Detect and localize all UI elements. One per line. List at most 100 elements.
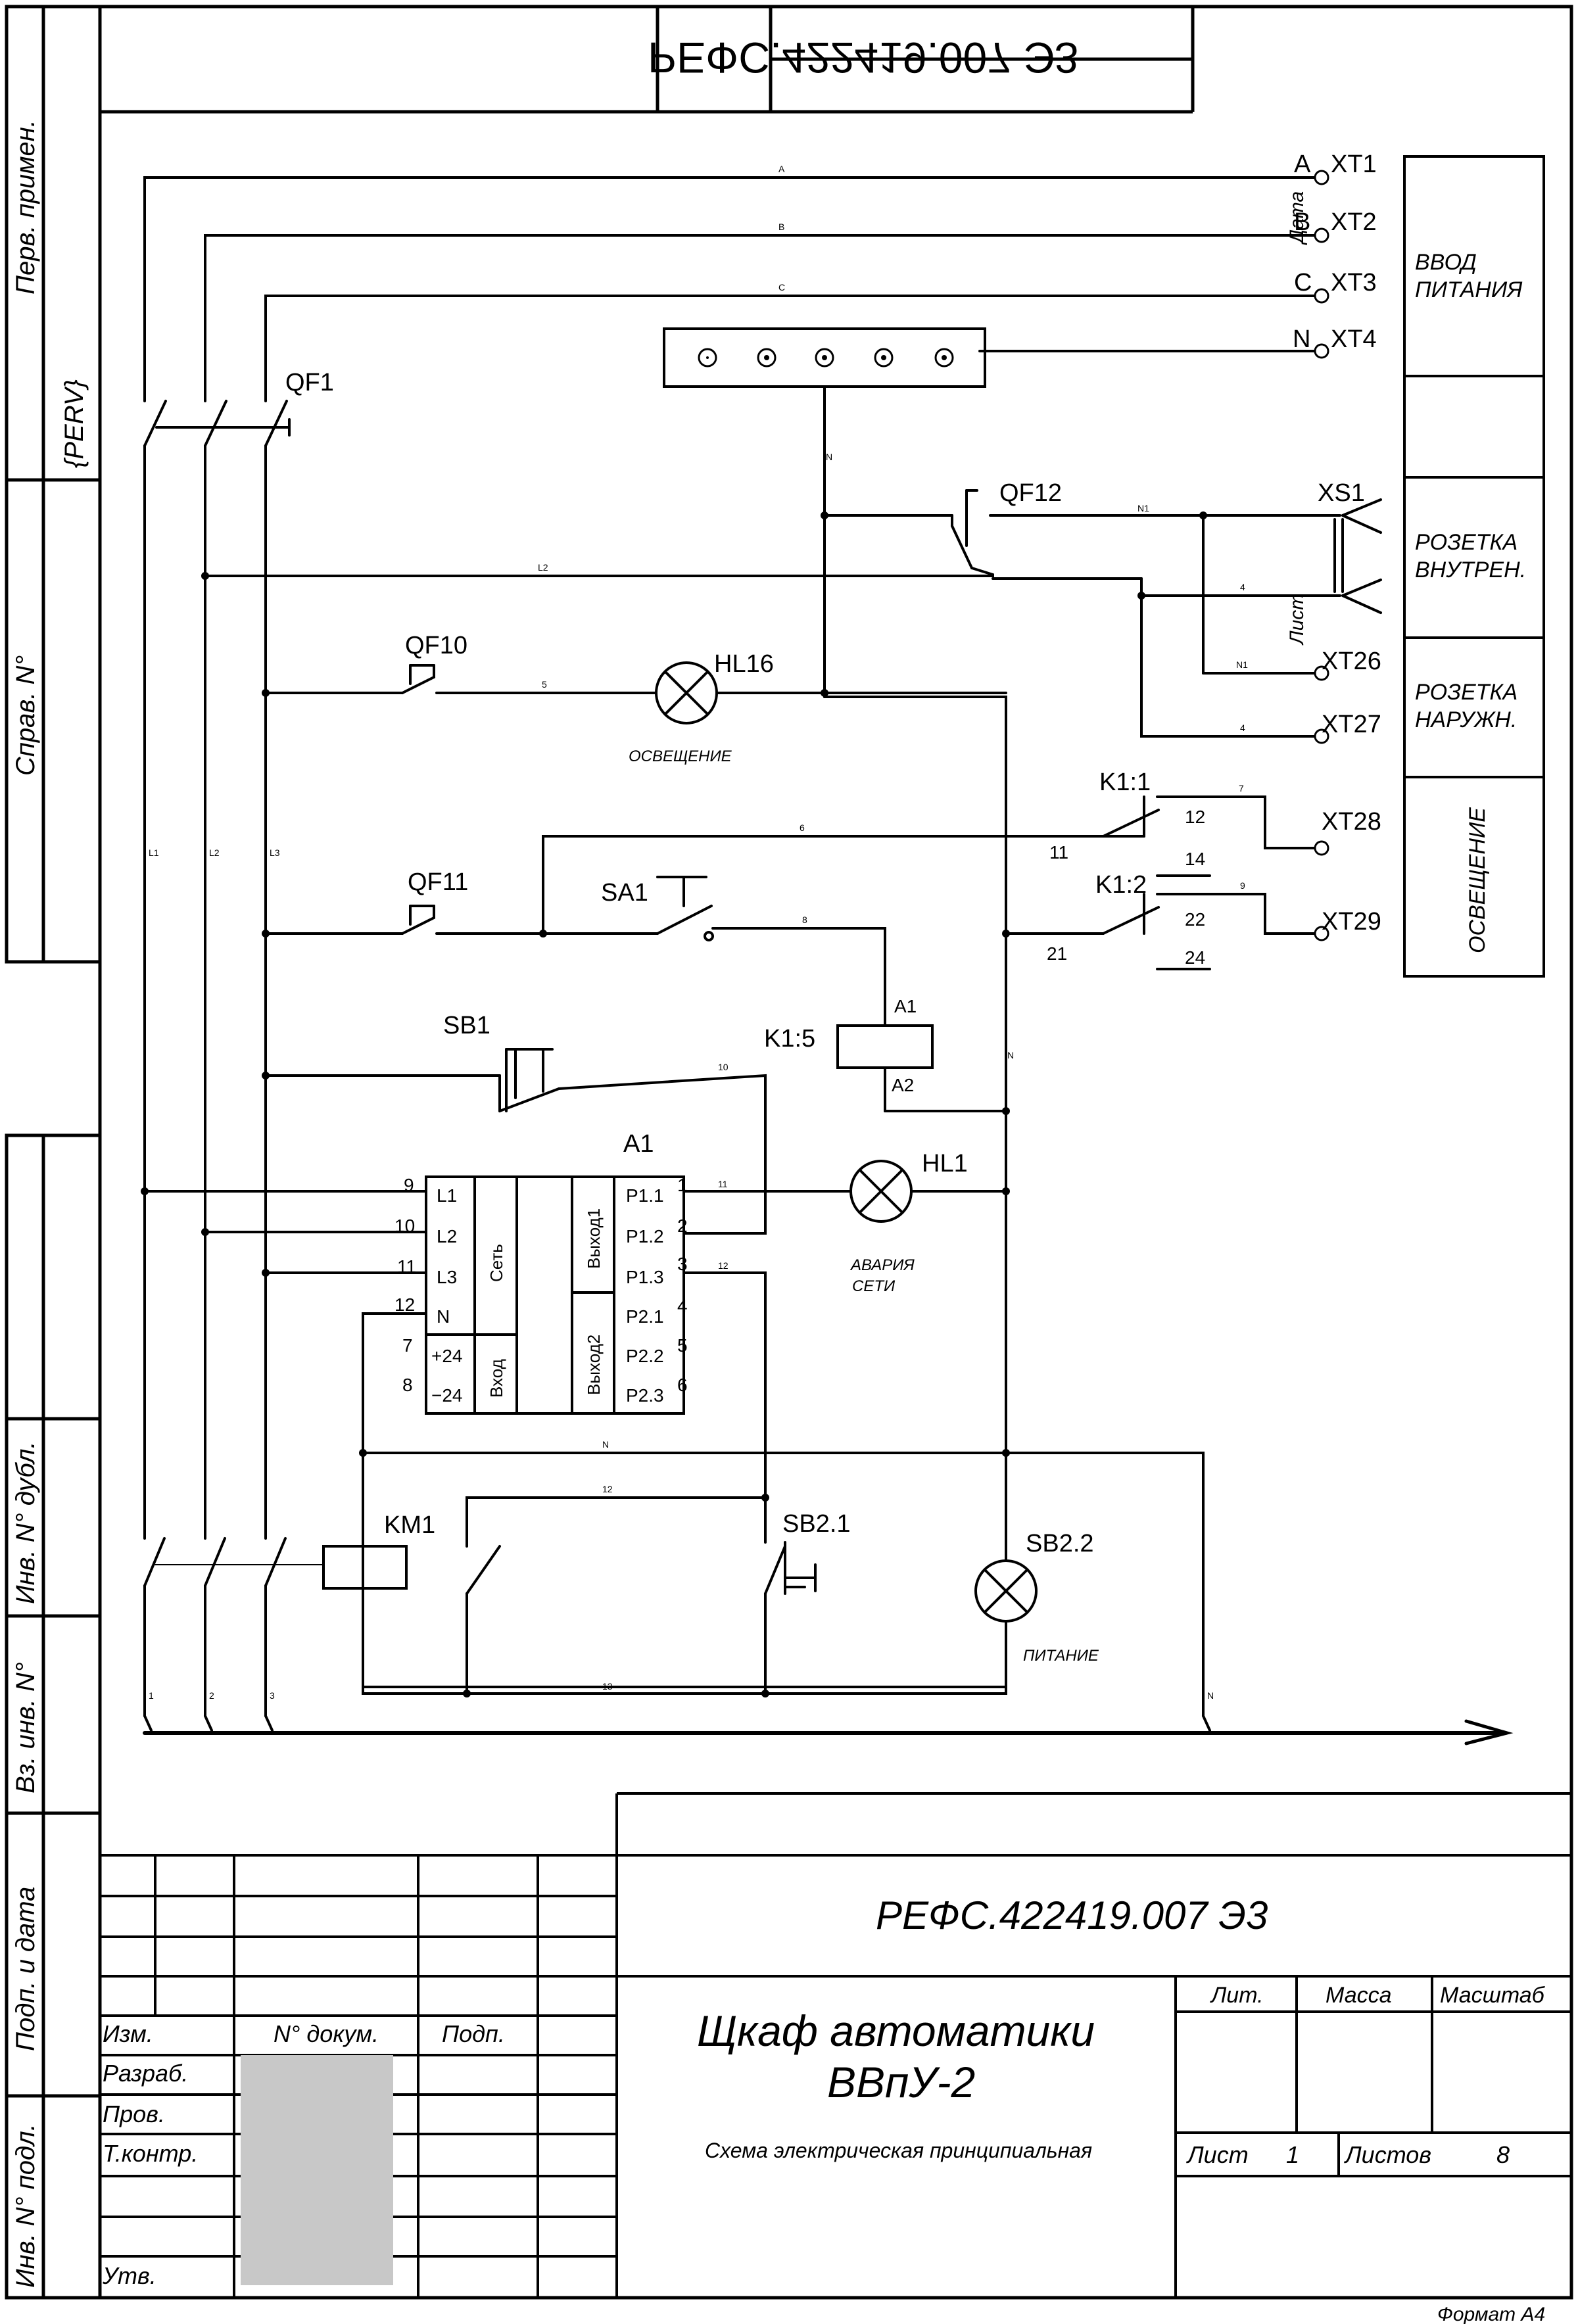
cn-14: 14 xyxy=(1185,849,1205,869)
side-inv-dubl: Инв. N° дубл. xyxy=(11,1441,40,1604)
term-xt26: XT26 xyxy=(1322,648,1381,675)
wires xyxy=(143,176,1514,1745)
tb-podp: Подп. xyxy=(442,2020,505,2047)
term-a: A xyxy=(1294,151,1311,178)
wl-1: 1 xyxy=(149,1690,154,1701)
wl-13: 13 xyxy=(602,1681,613,1692)
cn-12: 12 xyxy=(1185,807,1205,827)
wl-n-bottom: N xyxy=(1207,1690,1214,1701)
tb-code: РЕФС.422419.007 Э3 xyxy=(876,1893,1268,1937)
label-k1-2: K1:2 xyxy=(1095,871,1147,899)
tb-razrab: Разраб. xyxy=(103,2060,188,2087)
tb-list-value: 1 xyxy=(1286,2141,1299,2168)
term-xt1: XT1 xyxy=(1331,151,1377,178)
right-table: ВВОД ПИТАНИЯ РОЗЕТКА ВНУТРЕН. РОЗЕТКА НА… xyxy=(1403,155,1545,978)
tb-n-dokum: N° докум. xyxy=(274,2020,379,2047)
top-code-text: РЕФС.422419.007 Э3 xyxy=(648,34,1078,82)
wl-12-bus: 12 xyxy=(602,1484,613,1494)
wl-l1: L1 xyxy=(149,847,159,858)
wl-n: N xyxy=(826,452,832,462)
side-perv-primen: Перв. примен. xyxy=(11,120,40,295)
tb-listov-label: Листов xyxy=(1344,2141,1431,2168)
term-xt3: XT3 xyxy=(1331,269,1377,296)
wl-4-top: 4 xyxy=(1240,582,1245,592)
wl-11: 11 xyxy=(718,1179,728,1189)
tb-name-2: ВВпУ-2 xyxy=(827,2058,975,2106)
a1-label-1: L2 xyxy=(437,1226,457,1246)
tb-prov: Пров. xyxy=(103,2100,165,2127)
wl-6: 6 xyxy=(800,822,805,833)
term-xt29: XT29 xyxy=(1322,908,1381,936)
tb-tkontr: Т.контр. xyxy=(103,2140,198,2167)
caption-pitanie: ПИТАНИЕ xyxy=(1023,1647,1099,1665)
a1-vhod: Вход xyxy=(487,1359,506,1398)
a1-rpin-1: 2 xyxy=(677,1216,688,1236)
cn-22: 22 xyxy=(1185,909,1205,930)
term-n: N xyxy=(1293,325,1310,353)
caption-osveshchenie: ОСВЕЩЕНИЕ xyxy=(629,747,732,765)
a1-rpin-0: 1 xyxy=(677,1175,688,1195)
side-sprav: Справ. N° xyxy=(11,655,40,776)
rt-vnutr-2: ВНУТРЕН. xyxy=(1415,557,1526,582)
frame xyxy=(5,5,1573,2300)
side-vz-inv: Вз. инв. N° xyxy=(11,1662,40,1793)
a1-rlabel-5: P2.3 xyxy=(626,1385,664,1406)
a1-label-2: L3 xyxy=(437,1267,457,1287)
a1-rpin-2: 3 xyxy=(677,1254,688,1274)
a1-vyhod2: Выход2 xyxy=(584,1335,604,1395)
term-b: B xyxy=(1294,208,1310,236)
tb-name-1: Щкаф автоматики xyxy=(697,2006,1095,2055)
term-c: C xyxy=(1294,269,1312,296)
a1-rlabel-4: P2.2 xyxy=(626,1346,664,1366)
a1-rpin-5: 6 xyxy=(677,1375,688,1395)
rt-vvod-2: ПИТАНИЯ xyxy=(1415,277,1523,302)
rt-naruzh-2: НАРУЖН. xyxy=(1415,707,1517,732)
wl-l2: L2 xyxy=(538,562,548,573)
wl-5: 5 xyxy=(542,679,547,690)
a1-pin-5: 8 xyxy=(402,1375,413,1395)
terminal-dots xyxy=(141,355,1207,1697)
wl-a: A xyxy=(778,164,785,174)
tb-massa: Масса xyxy=(1326,1983,1392,2008)
label-sa1: SA1 xyxy=(601,879,648,907)
side-podp-data: Подп. и дата xyxy=(11,1887,40,2051)
label-sb2-1: SB2.1 xyxy=(782,1510,851,1538)
tb-izm: Изм. xyxy=(103,2020,153,2047)
a1-rpin-3: 4 xyxy=(677,1296,688,1316)
side-perv-value: {PERV} xyxy=(60,379,89,468)
cn-21: 21 xyxy=(1047,943,1067,964)
tb-listov-value: 8 xyxy=(1496,2141,1510,2168)
a1-label-5: −24 xyxy=(431,1385,463,1406)
terminal-circles xyxy=(698,170,1329,941)
caption-avaria-1: АВАРИЯ xyxy=(849,1256,915,1274)
format-label: Формат А4 xyxy=(1437,2304,1545,2324)
wl-4: 4 xyxy=(1240,723,1245,733)
rt-osveshchenie: ОСВЕЩЕНИЕ xyxy=(1465,807,1490,953)
wl-n-bus: N xyxy=(602,1439,609,1450)
a1-vyhod1: Выход1 xyxy=(584,1208,604,1269)
title-block-text: РЕФС.422419.007 Э3 Щкаф автоматики ВВпУ-… xyxy=(102,1893,1546,2324)
cn-11: 11 xyxy=(1049,842,1068,863)
a1-rlabel-2: P1.3 xyxy=(626,1267,664,1287)
tb-list-label: Лист xyxy=(1186,2141,1249,2168)
tb-scheme-type: Схема электрическая принципиальная xyxy=(705,2139,1092,2162)
a1-rlabel-1: P1.2 xyxy=(626,1226,664,1246)
a1-pin-2: 11 xyxy=(397,1256,416,1277)
label-km1: KM1 xyxy=(384,1511,435,1539)
lamps xyxy=(655,661,1038,1623)
term-xt27: XT27 xyxy=(1322,711,1381,738)
label-hl16: HL16 xyxy=(714,650,774,678)
wl-c: C xyxy=(778,282,785,293)
wl-n1: N1 xyxy=(1236,659,1248,670)
label-a1: A1 xyxy=(623,1130,654,1158)
rt-vvod-1: ВВОД xyxy=(1415,250,1477,275)
wl-l3: L3 xyxy=(270,847,280,858)
a1-rlabel-3: P2.1 xyxy=(626,1306,664,1327)
term-xt4: XT4 xyxy=(1331,325,1377,353)
wl-2: 2 xyxy=(209,1690,214,1701)
rt-naruzh-1: РОЗЕТКА xyxy=(1415,680,1518,705)
module-a1 xyxy=(425,1175,685,1415)
captions: ОСВЕЩЕНИЕ АВАРИЯ СЕТИ ПИТАНИЕ xyxy=(629,747,1099,1665)
lamp-hl1 xyxy=(849,1160,913,1223)
component-labels: A B C N XT1 XT2 XT3 XT4 XS1 XT26 XT27 XT… xyxy=(285,151,1381,1557)
